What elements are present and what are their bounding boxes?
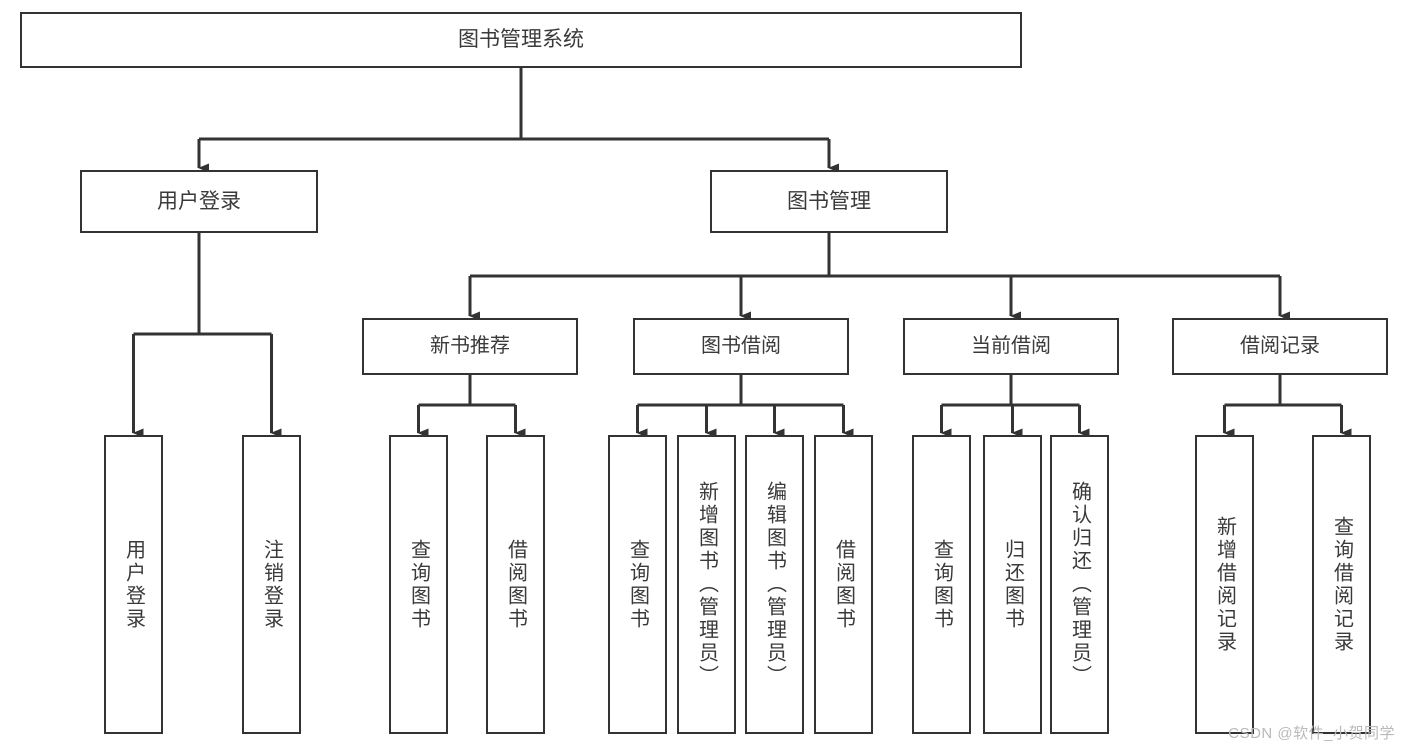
leaf-leaf-query-book-1-label: 查询图书 bbox=[407, 538, 430, 631]
leaf-leaf-add-book-label: 新增图书（管理员） bbox=[695, 481, 718, 688]
node-book-manage[interactable]: 图书管理 bbox=[710, 170, 948, 233]
node-borrow-record[interactable]: 借阅记录 bbox=[1172, 318, 1388, 375]
leaf-leaf-return-book-label: 归还图书 bbox=[1001, 538, 1024, 631]
node-new-book-rec[interactable]: 新书推荐 bbox=[362, 318, 578, 375]
node-borrow-record-label: 借阅记录 bbox=[1240, 335, 1320, 358]
leaf-leaf-user-logout[interactable]: 注销登录 bbox=[242, 435, 301, 734]
leaf-leaf-borrow-book-2[interactable]: 借阅图书 bbox=[814, 435, 873, 734]
leaf-leaf-user-logout-label: 注销登录 bbox=[260, 538, 283, 631]
node-current-borrow[interactable]: 当前借阅 bbox=[903, 318, 1119, 375]
leaf-leaf-add-book[interactable]: 新增图书（管理员） bbox=[677, 435, 736, 734]
leaf-leaf-confirm-return-label: 确认归还（管理员） bbox=[1068, 481, 1091, 688]
leaf-leaf-edit-book-label: 编辑图书（管理员） bbox=[763, 481, 786, 688]
node-user-login-label: 用户登录 bbox=[157, 189, 241, 213]
leaf-leaf-query-record-label: 查询借阅记录 bbox=[1330, 515, 1353, 654]
leaf-leaf-return-book[interactable]: 归还图书 bbox=[983, 435, 1042, 734]
node-root[interactable]: 图书管理系统 bbox=[20, 12, 1022, 68]
node-root-label: 图书管理系统 bbox=[458, 28, 584, 52]
leaf-leaf-add-record-label: 新增借阅记录 bbox=[1213, 515, 1236, 654]
leaf-leaf-query-book-1[interactable]: 查询图书 bbox=[389, 435, 448, 734]
leaf-leaf-user-login[interactable]: 用户登录 bbox=[104, 435, 163, 734]
leaf-leaf-edit-book[interactable]: 编辑图书（管理员） bbox=[745, 435, 804, 734]
leaf-leaf-borrow-book-1-label: 借阅图书 bbox=[504, 538, 527, 631]
node-new-book-rec-label: 新书推荐 bbox=[430, 335, 510, 358]
leaf-leaf-borrow-book-1[interactable]: 借阅图书 bbox=[486, 435, 545, 734]
node-book-borrow[interactable]: 图书借阅 bbox=[633, 318, 849, 375]
leaf-leaf-confirm-return[interactable]: 确认归还（管理员） bbox=[1050, 435, 1109, 734]
leaf-leaf-query-book-2-label: 查询图书 bbox=[626, 538, 649, 631]
node-book-manage-label: 图书管理 bbox=[787, 189, 871, 213]
node-book-borrow-label: 图书借阅 bbox=[701, 335, 781, 358]
node-current-borrow-label: 当前借阅 bbox=[971, 335, 1051, 358]
leaf-leaf-query-book-2[interactable]: 查询图书 bbox=[608, 435, 667, 734]
leaf-leaf-query-book-3-label: 查询图书 bbox=[930, 538, 953, 631]
leaf-leaf-query-book-3[interactable]: 查询图书 bbox=[912, 435, 971, 734]
node-user-login[interactable]: 用户登录 bbox=[80, 170, 318, 233]
leaf-leaf-borrow-book-2-label: 借阅图书 bbox=[832, 538, 855, 631]
leaf-leaf-query-record[interactable]: 查询借阅记录 bbox=[1312, 435, 1371, 734]
leaf-leaf-user-login-label: 用户登录 bbox=[122, 538, 145, 631]
leaf-leaf-add-record[interactable]: 新增借阅记录 bbox=[1195, 435, 1254, 734]
